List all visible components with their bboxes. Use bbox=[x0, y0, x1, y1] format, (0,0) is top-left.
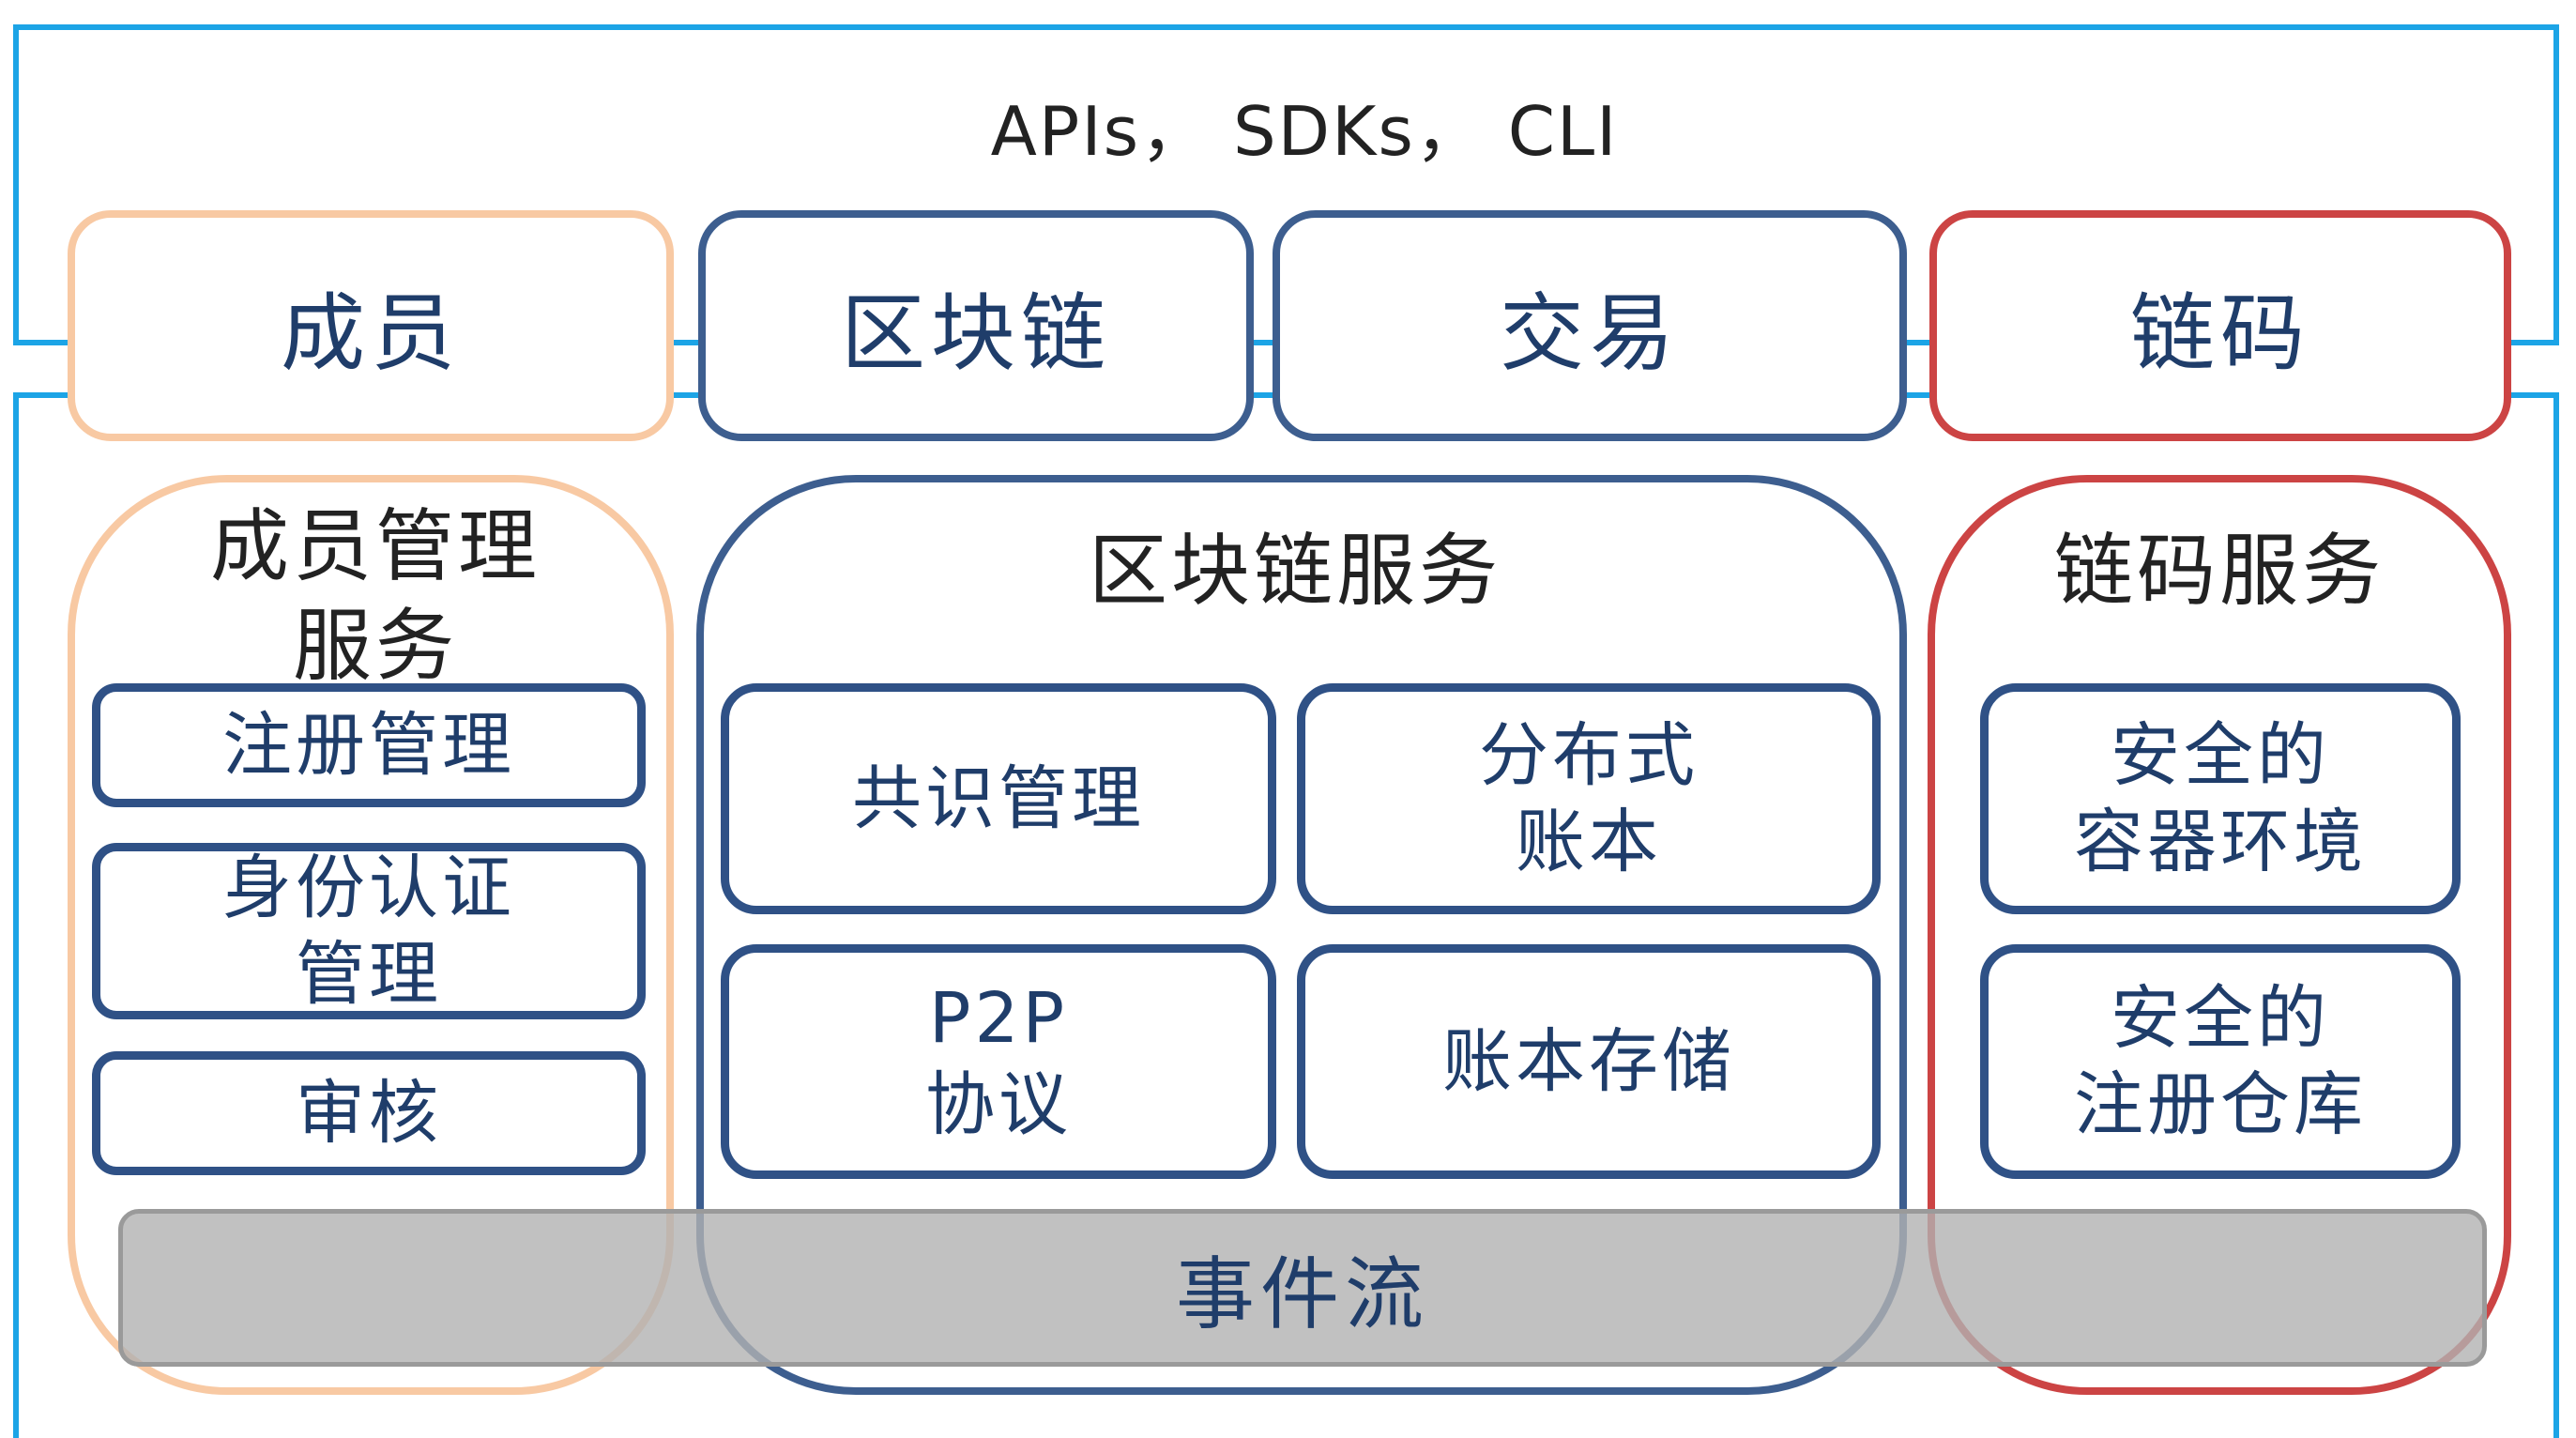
service-registration: 注册管理 bbox=[92, 683, 646, 807]
tab-blockchain: 区块链 bbox=[698, 210, 1254, 441]
tab-transaction: 交易 bbox=[1273, 210, 1907, 441]
service-consensus: 共识管理 bbox=[721, 683, 1276, 914]
service-audit: 审核 bbox=[92, 1051, 646, 1175]
event-stream-bar: 事件流 bbox=[118, 1209, 2487, 1367]
api-frame bbox=[13, 24, 2559, 345]
service-distributed-ledger: 分布式 账本 bbox=[1297, 683, 1881, 914]
service-ledger-storage: 账本存储 bbox=[1297, 944, 1881, 1179]
membership-services-title: 成员管理 服务 bbox=[209, 500, 541, 692]
blockchain-services-title: 区块链服务 bbox=[1088, 525, 1501, 617]
chaincode-services-title: 链码服务 bbox=[2053, 525, 2385, 617]
service-p2p-protocol: P2P 协议 bbox=[721, 944, 1276, 1179]
api-title: APIs， SDKs， CLI bbox=[990, 91, 1619, 171]
service-secure-container: 安全的 容器环境 bbox=[1980, 683, 2461, 914]
tab-membership: 成员 bbox=[68, 210, 674, 441]
service-secure-registry: 安全的 注册仓库 bbox=[1980, 944, 2461, 1179]
service-identity-auth: 身份认证 管理 bbox=[92, 843, 646, 1019]
tab-chaincode: 链码 bbox=[1929, 210, 2511, 441]
